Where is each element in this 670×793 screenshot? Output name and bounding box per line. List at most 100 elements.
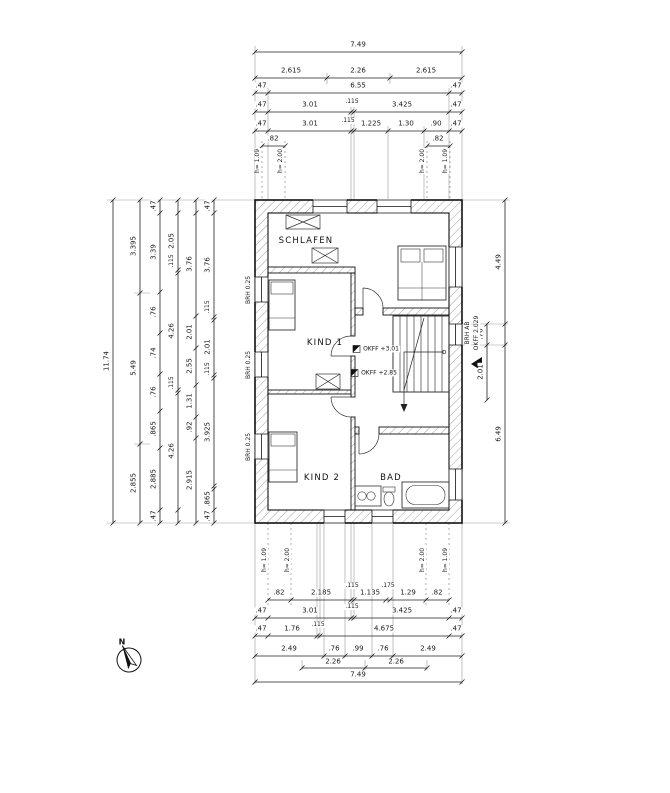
dimension-label: 1.225	[359, 119, 383, 128]
exterior-wall-inner-line	[267, 212, 450, 511]
dimension-label: 11.74	[102, 349, 111, 373]
dimension-label: .92	[185, 420, 194, 434]
dimension-label: 2.855	[129, 471, 138, 495]
door-swings	[330, 287, 384, 455]
window-left-2	[254, 351, 269, 378]
dimension-label: .115	[310, 621, 326, 628]
window-bottom-2	[371, 509, 394, 524]
dimension-label: .47	[254, 624, 268, 633]
level-marker-icon	[352, 345, 361, 353]
dimension-label: 2.615	[279, 66, 303, 75]
dimension-label: 1.31	[185, 392, 194, 410]
window-right-2	[448, 323, 463, 346]
window-height-label: h= 1.09	[261, 546, 268, 574]
door-kind1	[330, 335, 352, 357]
dimension-label: .47	[449, 624, 463, 633]
dimension-label: 3.01	[301, 100, 319, 109]
dimension-label: .47	[254, 119, 268, 128]
dimension-label: .115	[344, 98, 360, 105]
level-markers	[350, 345, 361, 377]
dimension-label: .82	[431, 134, 445, 143]
dimension-label: 2.01	[203, 338, 212, 356]
dimension-label: .82	[266, 134, 280, 143]
dimension-label: .115	[168, 375, 175, 391]
dimension-label: 4.49	[494, 253, 503, 271]
dimension-label: .47	[203, 199, 212, 213]
window-height-label: h= 1.09	[254, 147, 261, 175]
window-right-3	[448, 468, 463, 501]
dimension-label: .47	[254, 606, 268, 615]
toilet-icon	[382, 486, 396, 507]
dimension-label: 4.26	[167, 442, 176, 460]
dimension-lines-right	[484, 197, 508, 526]
bed-icon	[268, 279, 296, 331]
room-label-kind1: KIND 1	[306, 338, 344, 348]
dimension-label: 2.49	[419, 644, 437, 653]
dimension-label: 3.925	[203, 420, 212, 444]
sill-height-note: BRH 0.25	[245, 349, 252, 381]
dimension-label: 4.26	[167, 322, 176, 340]
dimension-label: 2.01	[185, 323, 194, 341]
dimension-label: 2.05	[167, 232, 176, 250]
dimension-label: 6.49	[494, 425, 503, 443]
level-marker-icon	[350, 369, 359, 377]
window-top-2	[376, 199, 412, 215]
room-label-kind2: KIND 2	[303, 473, 341, 483]
dimension-label: 3.76	[185, 255, 194, 273]
dimension-label: .82	[430, 588, 444, 597]
wardrobe-icon	[285, 214, 321, 230]
window-top-1	[312, 199, 348, 215]
dimension-label: 3.76	[203, 256, 212, 274]
dimension-label: 3.425	[390, 100, 414, 109]
bathtub-icon	[401, 481, 450, 509]
dimension-label: 4.675	[372, 624, 396, 633]
window-left-3	[254, 433, 269, 460]
dimension-label: 6.55	[349, 81, 367, 90]
dimension-lines-top	[252, 49, 465, 149]
dimension-label: .115	[168, 253, 175, 269]
sill-height-note: BRH AB	[464, 320, 471, 346]
sill-height-note: BRH 0.25	[245, 274, 252, 306]
door-schlafen	[362, 287, 384, 309]
north-label: N	[118, 637, 126, 647]
wardrobe-icon	[315, 373, 341, 390]
dimension-label: 1.30	[397, 119, 415, 128]
level-label: OKFF +2.85	[360, 369, 398, 377]
window-height-label: h= 2.00	[277, 147, 284, 175]
windows	[254, 199, 463, 524]
interior-walls	[267, 266, 450, 511]
double-bed-icon	[397, 245, 447, 301]
dimension-label: 5.49	[129, 359, 138, 377]
dimension-label: .76	[149, 385, 158, 399]
dimension-label: .865	[149, 420, 158, 438]
dimension-label: .47	[449, 606, 463, 615]
dimension-label: 2.26	[324, 657, 342, 666]
window-height-label: h= 2.00	[284, 546, 291, 574]
bed-icon	[268, 431, 298, 483]
sill-height-note: OKFF 2.029	[473, 314, 480, 352]
washbasin-icon	[354, 485, 382, 507]
dimension-label: 2.615	[414, 66, 438, 75]
dimension-label: .76	[327, 644, 341, 653]
dimension-label: 3.39	[149, 243, 158, 261]
dimension-lines-bottom	[252, 597, 465, 685]
dimension-label: 3.01	[301, 119, 319, 128]
projection-dashed-lines	[261, 141, 451, 607]
level-label: OKFF +3.01	[362, 345, 400, 353]
dimension-label: 7.49	[349, 40, 367, 49]
stair-arrow-head-icon	[400, 404, 408, 412]
wardrobe-icon	[311, 247, 339, 264]
north-arrow-icon	[116, 645, 142, 673]
window-height-label: h= 2.00	[419, 546, 426, 574]
dimension-label: .47	[449, 119, 463, 128]
door-kind2	[330, 396, 352, 418]
window-height-label: h= 1.09	[442, 147, 449, 175]
window-height-label: h= 1.09	[442, 546, 449, 574]
dimension-label: 2.26	[349, 66, 367, 75]
dimension-label: 3.425	[390, 606, 414, 615]
window-height-label: h= 2.00	[419, 147, 426, 175]
dimension-label: .115	[344, 603, 360, 610]
door-bad	[358, 433, 380, 455]
